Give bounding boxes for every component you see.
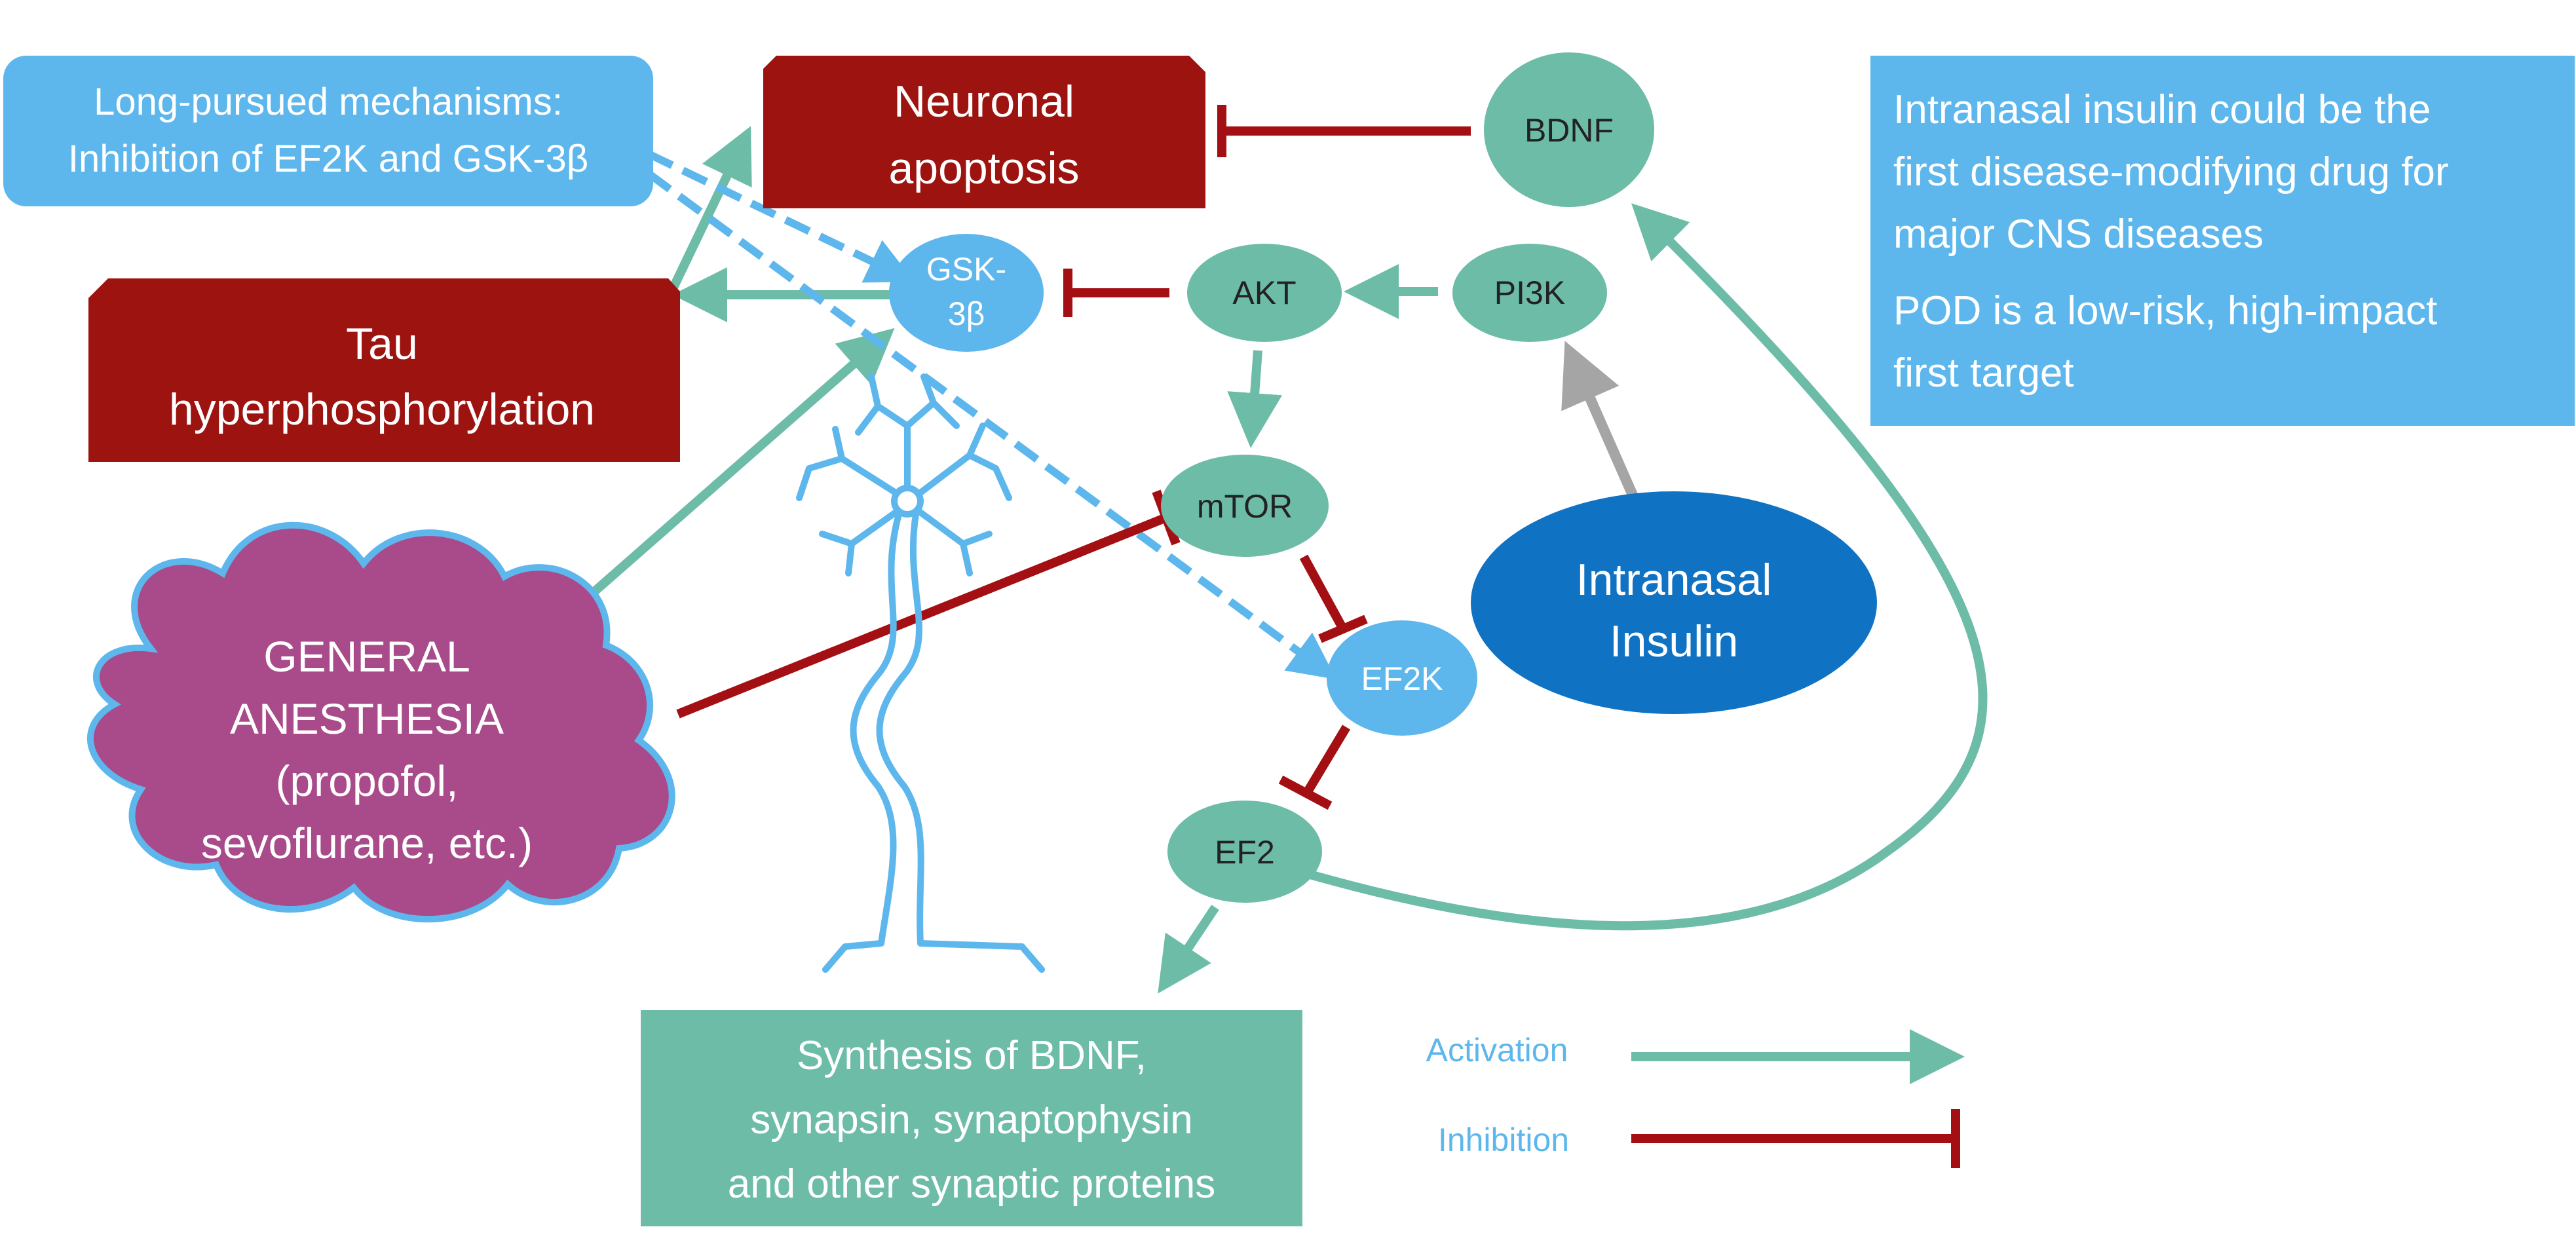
intranasal-line2: Insulin	[1610, 616, 1739, 666]
synthesis-line3: and other synaptic proteins	[728, 1161, 1215, 1207]
anesthesia-line4: sevoflurane, etc.)	[201, 819, 533, 867]
intranasal-line1: Intranasal	[1576, 555, 1772, 605]
inhibit-anesthesia-mtor	[676, 489, 1181, 719]
gsk3b-node	[889, 234, 1044, 352]
akt-node	[1187, 244, 1342, 342]
info-line1: Intranasal insulin could be the	[1893, 87, 2431, 132]
inhibit-ef2k-ef2	[1278, 725, 1351, 810]
arrow-gsk3b-to-apoptosis	[667, 126, 752, 294]
anesthesia-line1: GENERAL	[263, 632, 470, 681]
info-line3: major CNS diseases	[1893, 212, 2263, 257]
info-line4: POD is a low-risk, high-impact	[1893, 288, 2437, 333]
neuron-icon	[796, 373, 1045, 973]
arrow-ef2-to-synthesis	[1158, 905, 1219, 994]
neuronal-apoptosis-box	[763, 56, 1205, 208]
inhibit-akt-gsk3b	[1063, 269, 1169, 317]
arrow-akt-to-mtor	[1227, 350, 1283, 448]
gsk3b-line2: 3β	[948, 295, 985, 332]
info-line2: first disease-modifying drug for	[1893, 149, 2449, 195]
long-pursued-box	[3, 56, 653, 206]
arrow-ef2-to-bdnf	[1309, 203, 1988, 931]
pi3k-node	[1452, 244, 1607, 342]
dashed-arrow-to-ef2k	[646, 170, 1336, 680]
long-pursued-line1: Long-pursued mechanisms:	[94, 81, 563, 123]
synthesis-box	[641, 1010, 1302, 1226]
inhibit-mtor-ef2k	[1299, 554, 1368, 643]
arrow-anesthesia-to-gsk3b	[590, 328, 895, 597]
ef2-label: EF2	[1215, 834, 1275, 871]
pi3k-label: PI3K	[1494, 274, 1565, 311]
bdnf-label: BDNF	[1525, 112, 1614, 149]
tau-line2: hyperphosphorylation	[169, 385, 595, 434]
anesthesia-line3: (propofol,	[276, 757, 459, 805]
synthesis-line2: synapsin, synaptophysin	[750, 1097, 1193, 1142]
bdnf-node	[1484, 52, 1654, 207]
dashed-arrow-to-gsk3b	[647, 150, 915, 283]
tau-line1: Tau	[346, 319, 418, 369]
synthesis-line1: Synthesis of BDNF,	[797, 1033, 1146, 1078]
neuronal-apoptosis-line1: Neuronal	[894, 77, 1074, 126]
inhibit-legend	[1631, 1109, 1960, 1168]
akt-label: AKT	[1232, 274, 1296, 311]
inhibit-bdnf-apoptosis	[1217, 105, 1471, 157]
gsk3b-line1: GSK-	[926, 251, 1006, 288]
mtor-label: mTOR	[1197, 488, 1293, 525]
long-pursued-line2: Inhibition of EF2K and GSK-3β	[68, 138, 588, 180]
legend-inhibition-label: Inhibition	[1438, 1122, 1569, 1158]
mtor-node	[1161, 455, 1329, 557]
info-box	[1870, 56, 2575, 426]
general-anesthesia-cloud	[87, 521, 675, 923]
anesthesia-line2: ANESTHESIA	[230, 694, 504, 743]
arrow-insulin-to-pi3k	[1561, 341, 1646, 517]
ef2k-label: EF2K	[1361, 660, 1443, 697]
intranasal-insulin-node	[1471, 491, 1877, 714]
ef2k-node	[1327, 620, 1477, 736]
legend-activation-label: Activation	[1426, 1032, 1568, 1068]
ef2-node	[1167, 801, 1322, 903]
info-line5: first target	[1893, 350, 2074, 396]
neuronal-apoptosis-line2: apoptosis	[888, 143, 1079, 193]
tau-hyperphosphorylation-box	[88, 278, 680, 462]
